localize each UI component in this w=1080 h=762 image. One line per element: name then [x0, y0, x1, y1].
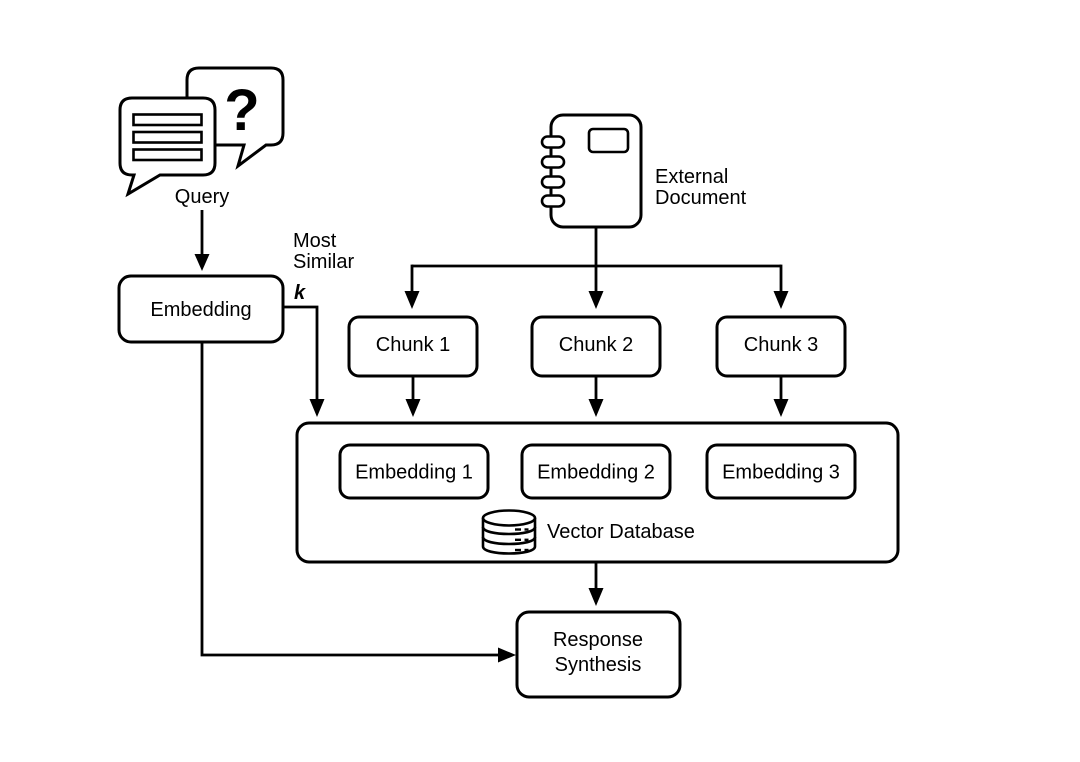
- embedding-3-label: Embedding 3: [722, 462, 840, 484]
- arrow-query-to-embedding: [194, 210, 210, 271]
- arrow-embedding-to-vector-database: [283, 305, 325, 417]
- text-lines-icon: [132, 113, 203, 162]
- external-document-icon: [540, 113, 643, 229]
- chunk-2-label: Chunk 2: [559, 334, 634, 356]
- query-label: Query: [175, 186, 229, 208]
- arrow-embedding-to-response: [200, 342, 516, 663]
- response-synthesis-label: Response Synthesis: [553, 629, 643, 676]
- arrow-to-chunk-2: [588, 266, 604, 309]
- embedding-3-box: [705, 443, 857, 500]
- arrow-chunk-2-to-db: [588, 376, 604, 417]
- embedding-2-box: [520, 443, 672, 500]
- svg-text:Similar: Similar: [293, 251, 354, 273]
- chunk-3-label: Chunk 3: [744, 334, 819, 356]
- svg-text:Response: Response: [553, 629, 643, 651]
- arrow-db-to-response: [588, 562, 604, 606]
- arrow-to-chunk-1: [404, 264, 420, 309]
- query-chat-icon: ?: [118, 66, 285, 198]
- embedding-label: Embedding: [150, 299, 251, 321]
- svg-text:External: External: [655, 166, 728, 188]
- arrow-chunk-3-to-db: [773, 376, 789, 417]
- external-document-label: External Document: [655, 166, 747, 209]
- chunk-1-label: Chunk 1: [376, 334, 451, 356]
- question-mark: ?: [224, 78, 259, 143]
- embedding-1-label: Embedding 1: [355, 462, 473, 484]
- svg-text:k: k: [294, 282, 306, 304]
- response-synthesis-box: [515, 610, 682, 699]
- embedding-2-label: Embedding 2: [537, 462, 655, 484]
- svg-text:Document: Document: [655, 187, 747, 209]
- database-icon: [481, 509, 537, 555]
- svg-text:Most: Most: [293, 230, 337, 252]
- document-split-lines: [404, 227, 789, 309]
- arrow-chunk-1-to-db: [405, 376, 421, 417]
- vector-database-label: Vector Database: [547, 521, 695, 543]
- most-similar-k-label: Most Similar k: [293, 230, 354, 304]
- chat-bubble-text-icon: [118, 96, 217, 198]
- arrow-to-chunk-3: [773, 264, 789, 309]
- svg-text:Synthesis: Synthesis: [555, 654, 642, 676]
- embedding-1-box: [338, 443, 490, 500]
